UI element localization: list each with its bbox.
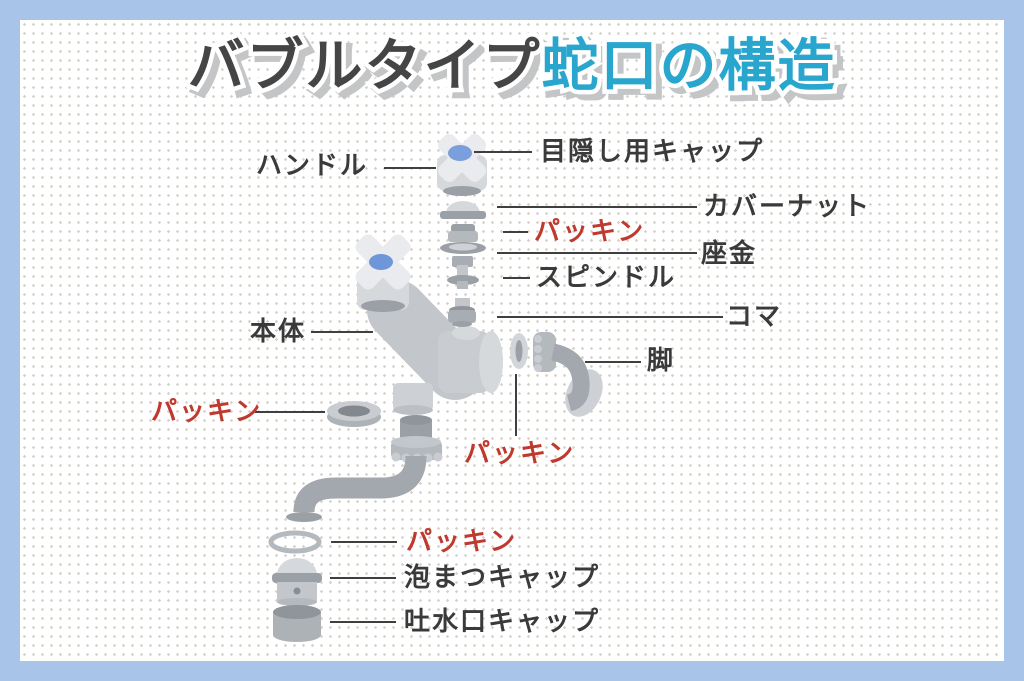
koma-part-illustration (448, 298, 476, 327)
label-aerator-cap: 泡まつキャップ (404, 563, 601, 593)
title-black-segment: バブルタイプ (187, 33, 542, 99)
leader-line-aerator-cap (330, 577, 396, 579)
label-spindle: スピンドル (536, 263, 677, 293)
label-spout-cap: 吐水口キャップ (404, 607, 601, 637)
handle-part-illustration (437, 134, 487, 196)
label-leg: 脚 (647, 346, 676, 376)
page-title: バブルタイプ蛇口の構造 バブルタイプ蛇口の構造 バブルタイプ蛇口の構造 (183, 29, 845, 110)
label-body: 本体 (250, 317, 307, 347)
leader-line-concealing-cap (474, 151, 532, 153)
label-packing-left: パッキン (151, 397, 263, 427)
title-blue-segment: 蛇口の構造 (541, 33, 837, 99)
leader-line-koma (497, 316, 723, 318)
packing-top-part-illustration (448, 224, 478, 242)
leader-line-handle (384, 167, 436, 169)
page-title-shadow-layer: バブルタイプ蛇口の構造 (189, 35, 845, 110)
label-packing-top: パッキン (534, 217, 646, 247)
leader-line-leg (585, 361, 641, 363)
packing-middle-part-illustration (510, 333, 528, 369)
spout-cap-part-illustration (273, 605, 321, 642)
aerator-cap-part-illustration (272, 558, 322, 606)
label-packing-middle: パッキン (464, 439, 576, 469)
label-washer: 座金 (701, 239, 758, 269)
leader-line-spindle (503, 277, 530, 279)
spindle-part-illustration (447, 256, 479, 289)
packing-bottom-part-illustration (268, 530, 322, 554)
leader-line-cover-nut (497, 206, 697, 208)
leader-line-packing-middle (515, 374, 517, 436)
label-cover-nut: カバーナット (703, 192, 872, 222)
leader-line-washer (497, 252, 697, 254)
label-handle: ハンドル (256, 151, 369, 181)
leader-line-packing-left (255, 411, 325, 413)
leader-line-packing-top (503, 231, 528, 233)
spout-pipe-illustration (286, 415, 443, 522)
label-concealing-cap: 目隠し用キャップ (540, 137, 765, 167)
leader-line-packing-bottom (331, 541, 397, 543)
leader-line-spout-cap (330, 621, 396, 623)
packing-left-part-illustration (327, 401, 381, 427)
leader-line-body (311, 331, 373, 333)
faucet-body-illustration (355, 234, 503, 415)
leg-part-illustration (533, 332, 603, 417)
label-koma: コマ (726, 302, 783, 332)
page-title-text: バブルタイプ蛇口の構造 (188, 30, 837, 102)
washer-part-illustration (440, 242, 486, 254)
page-title-outline-layer: バブルタイプ蛇口の構造 (183, 29, 839, 104)
cover-nut-part-illustration (440, 201, 486, 219)
label-packing-bottom: パッキン (406, 527, 518, 557)
